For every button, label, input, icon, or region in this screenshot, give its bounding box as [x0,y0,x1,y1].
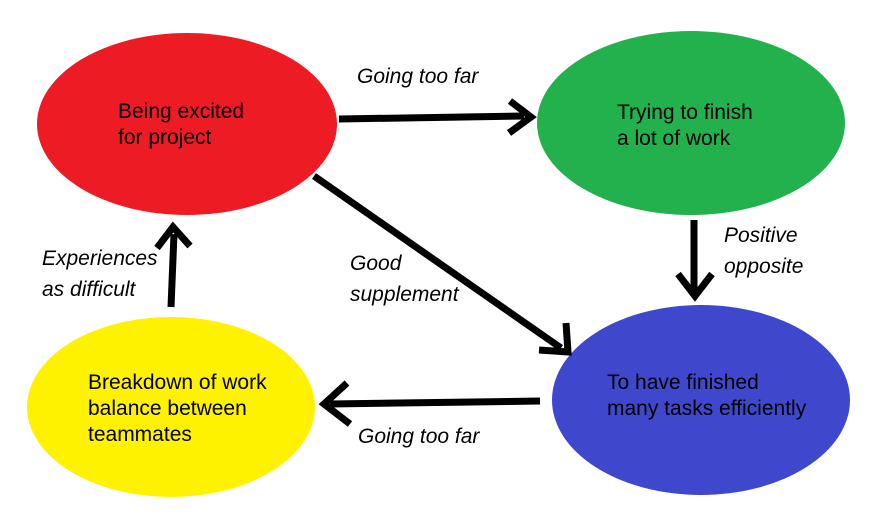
arrow-excited-to-finished [311,173,572,356]
node-label-being-excited: Being excited for project [118,100,245,149]
arrow-finished-to-breakdown [318,380,541,427]
arrow-breakdown-to-excited [154,221,193,308]
node-ellipse-finished-tasks [552,305,850,495]
edge-label-positive-opposite: Positive opposite [724,224,804,278]
node-label-trying-to-finish: Trying to finish a lot of work [617,101,753,150]
node-ellipse-work-breakdown [27,317,315,497]
node-label-work-breakdown: Breakdown of work balance between teamma… [88,371,267,446]
arrow-layer [154,98,715,427]
edge-label-going-too-far-bottom: Going too far [358,425,480,448]
node-ellipse-trying-to-finish [537,31,845,215]
edge-label-experiences-as-difficult: Experiences as difficult [42,247,158,301]
arrow-trying-to-finished [675,220,715,302]
node-ellipse-being-excited [37,33,337,215]
arrow-excited-to-trying [338,98,537,136]
edge-label-good-supplement: Good supplement [350,252,459,306]
edge-label-going-too-far-top: Going too far [357,65,479,88]
node-label-finished-tasks: To have finished many tasks efficiently [607,371,807,420]
